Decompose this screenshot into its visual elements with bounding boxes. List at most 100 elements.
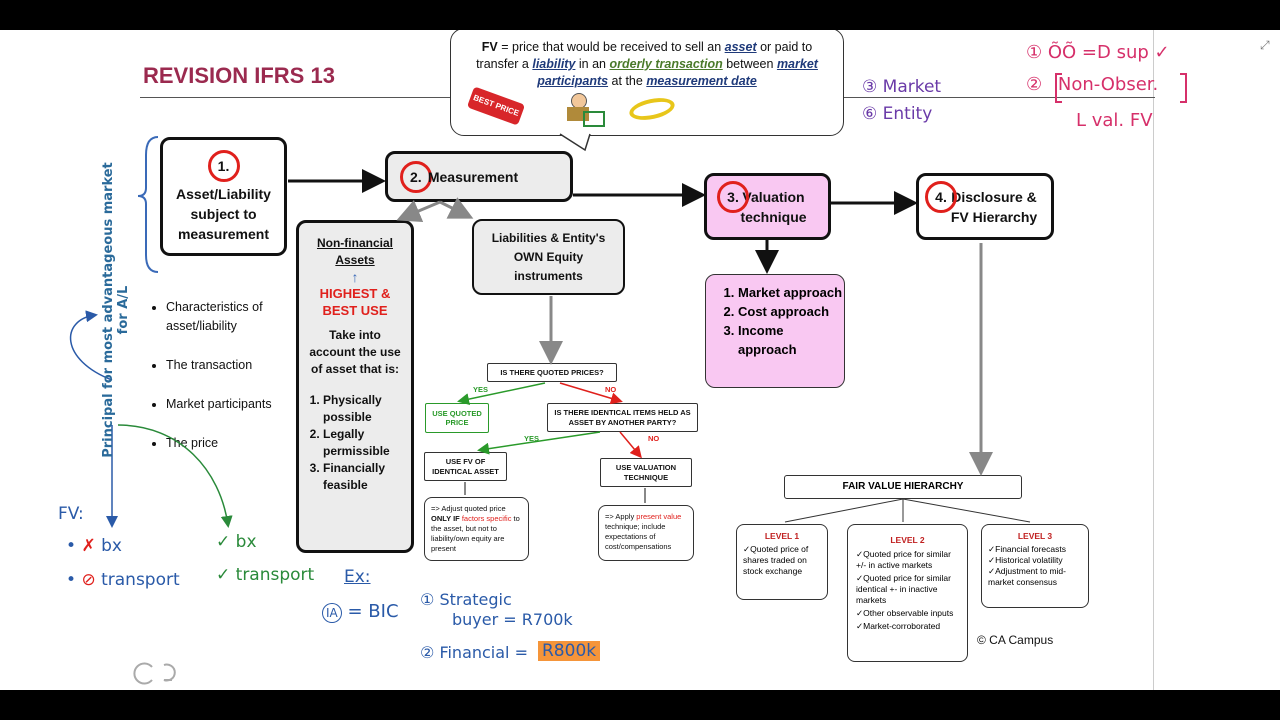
level-1-list: Quoted price of shares traded on stock e… xyxy=(743,544,821,577)
down-arrow-green xyxy=(117,424,233,528)
list-item: Market participants xyxy=(166,395,296,414)
no-label-2: NO xyxy=(648,434,660,443)
no-label-1: NO xyxy=(605,385,617,394)
ca-logo-icon xyxy=(133,662,176,685)
list-item: Other observable inputs xyxy=(856,608,959,619)
nfa-title: Non-financial Assets xyxy=(316,236,393,267)
loop-arrow xyxy=(69,310,113,381)
step-1-number: 1. xyxy=(207,149,240,182)
list-item: Quoted price for similar +/- in active m… xyxy=(856,549,959,571)
fv-definition-callout: FV = price that would be received to sel… xyxy=(450,30,844,136)
note-strategic: ① Strategic xyxy=(420,590,512,609)
asset-liability-box: 1. Asset/Liability subject to measuremen… xyxy=(160,137,287,256)
use-quoted-price-box: USE QUOTED PRICE xyxy=(425,403,489,433)
copyright-text: © CA Campus xyxy=(977,633,1054,647)
nfa-arrow-up-icon: ↑ xyxy=(351,269,359,285)
right-margin-line xyxy=(1153,30,1154,690)
disclosure-box: 4. Disclosure & FV Hierarchy xyxy=(916,173,1054,240)
note-val-fv: L val. FV xyxy=(1076,110,1153,131)
note-market: ③ Market xyxy=(862,77,942,97)
liabilities-equity-label: Liabilities & Entity's OWN Equity instru… xyxy=(491,230,606,283)
shopper-cart-image xyxy=(563,91,605,127)
no-arrow-1 xyxy=(559,382,623,405)
hbu-label: HIGHEST & BEST USE xyxy=(319,286,391,318)
measurement-label: Measurement xyxy=(427,168,519,185)
present-value-note: => Apply present value technique; includ… xyxy=(598,505,694,561)
side-note-principal: Principal for most advantageous market f… xyxy=(101,162,131,458)
note-buyer: buyer = R700k xyxy=(452,610,573,629)
list-item: Historical volatility xyxy=(988,555,1082,566)
list-item: Financially feasible xyxy=(323,460,411,494)
note-nonobser: ② Non-Obser. xyxy=(1026,74,1159,95)
connector-layer xyxy=(69,73,1187,685)
page-title: REVISION IFRS 13 xyxy=(143,63,335,88)
expand-icon[interactable]: ⤢ xyxy=(1260,38,1270,52)
level-1-box: LEVEL 1 Quoted price of shares traded on… xyxy=(736,524,828,600)
bracket-shape xyxy=(1055,73,1187,103)
approaches-list: Market approach Cost approach Income app… xyxy=(706,283,844,359)
characteristics-list: Characteristics of asset/liability The t… xyxy=(150,298,296,453)
use-fv-identical-box: USE FV OF IDENTICAL ASSET xyxy=(424,452,507,481)
step-3-number: 3. xyxy=(717,181,749,213)
measurement-box: 2. Measurement xyxy=(385,151,573,202)
arrow-to-nfa xyxy=(396,199,441,223)
question-text: IS THERE QUOTED PRICES? xyxy=(500,368,604,377)
level-3-list: Financial forecasts Historical volatilit… xyxy=(988,544,1082,588)
level-title: LEVEL 2 xyxy=(890,535,925,545)
step-2-number: 2. xyxy=(399,160,432,193)
yes-label-1: YES xyxy=(473,385,489,394)
box-text: USE QUOTED PRICE xyxy=(432,409,482,427)
note-ex: Ex: xyxy=(344,567,371,587)
level-3-box: LEVEL 3 Financial forecasts Historical v… xyxy=(981,524,1089,608)
liabilities-equity-box: Liabilities & Entity's OWN Equity instru… xyxy=(472,219,625,295)
list-item: Legally permissible xyxy=(323,426,411,460)
asset-liability-label: Asset/Liability subject to measurement xyxy=(176,185,271,242)
yes-arrow-2 xyxy=(477,431,601,455)
list-item: Physically possible xyxy=(323,392,411,426)
list-item: Cost approach xyxy=(738,302,844,321)
question-text: IS THERE IDENTICAL ITEMS HELD AS ASSET B… xyxy=(554,407,691,427)
list-item: Market approach xyxy=(738,283,844,302)
note-transport-green: ✓ transport xyxy=(216,565,315,585)
arrow-to-liabilities xyxy=(439,197,474,219)
note-ia-bic: IA = BIC xyxy=(322,601,399,623)
list-item: Adjustment to mid-market consensus xyxy=(988,566,1082,588)
list-item: Market-corroborated xyxy=(856,621,959,632)
hierarchy-title: FAIR VALUE HIERARCHY xyxy=(842,481,964,492)
note-financial: ② Financial = xyxy=(420,643,528,662)
list-item: Quoted price of shares traded on stock e… xyxy=(743,544,821,577)
note-entity: ⑥ Entity xyxy=(862,104,933,124)
note-bx-green: ✓ bx xyxy=(216,532,257,552)
nfa-criteria-list: Physically possible Legally permissible … xyxy=(299,392,411,494)
yes-arrow-1 xyxy=(457,382,546,406)
list-item: Financial forecasts xyxy=(988,544,1082,555)
non-financial-assets-box: Non-financial Assets ↑ HIGHEST & BEST US… xyxy=(296,220,414,553)
list-item: The transaction xyxy=(166,356,296,375)
level-2-box: LEVEL 2 Quoted price for similar +/- in … xyxy=(847,524,968,662)
box-text: USE VALUATION TECHNIQUE xyxy=(615,462,677,482)
adjust-quoted-note: => Adjust quoted price ONLY IF factors s… xyxy=(424,497,529,561)
level-2-list: Quoted price for similar +/- in active m… xyxy=(856,549,959,632)
slide: REVISION IFRS 13 FV = price that would b… xyxy=(0,30,1280,690)
yes-label-2: YES xyxy=(524,434,540,443)
callout-pointer xyxy=(559,133,591,152)
valuation-technique-box: 3. Valuation technique xyxy=(704,173,831,240)
brace-shape xyxy=(137,136,159,273)
note-transport-row: • ⊘ transport xyxy=(66,570,180,590)
connector-level-3 xyxy=(902,498,1031,523)
note-bx-row: • ✗ bx xyxy=(66,536,122,556)
note-sup: ① ÕÕ =D sup ✓ xyxy=(1026,42,1170,63)
note-r800k: R800k xyxy=(538,641,601,661)
note-fv: FV: xyxy=(58,504,84,524)
approaches-box: Market approach Cost approach Income app… xyxy=(705,274,845,388)
connector-level-1 xyxy=(784,498,904,523)
fv-definition-text: FV = price that would be received to sel… xyxy=(476,40,818,88)
step-4-number: 4. xyxy=(925,181,957,213)
use-valuation-technique-box: USE VALUATION TECHNIQUE xyxy=(600,458,692,487)
list-item: Quoted price for similar identical +- in… xyxy=(856,573,959,606)
fv-hierarchy-title-box: FAIR VALUE HIERARCHY xyxy=(784,475,1022,499)
level-title: LEVEL 1 xyxy=(764,531,800,541)
list-item: The price xyxy=(166,434,296,453)
no-arrow-2 xyxy=(619,431,642,459)
list-item: Income approach xyxy=(738,321,844,359)
